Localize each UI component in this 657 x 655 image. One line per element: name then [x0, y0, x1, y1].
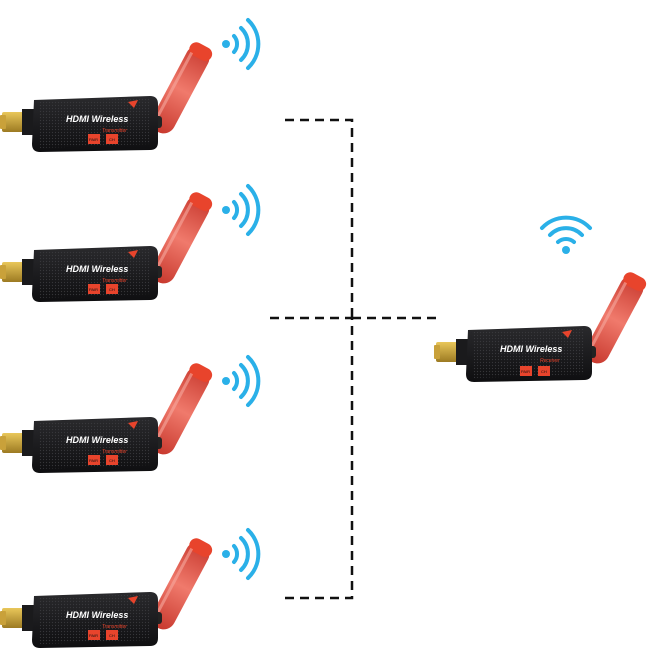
antenna-icon [434, 269, 649, 382]
transmitter-label: HDMI Wireless [66, 435, 128, 445]
receiver: HDMI Wireless Receiver PAIR CH [434, 269, 649, 382]
connection-lines [270, 118, 436, 600]
channel-button-label: CH [109, 137, 115, 142]
transmitter-label: HDMI Wireless [66, 264, 128, 274]
line-transmitter-1 [285, 118, 354, 318]
channel-button[interactable] [106, 630, 118, 640]
pair-button-label: PAIR [89, 137, 98, 142]
transmitter-sublabel: Transmitter [102, 624, 127, 630]
channel-button[interactable] [106, 455, 118, 465]
transmitter-3: HDMI Wireless Transmitter PAIR CH [0, 355, 261, 473]
pair-button[interactable] [520, 366, 532, 376]
transmitter-4: HDMI Wireless Transmitter PAIR CH [0, 528, 261, 648]
pair-button-label: PAIR [89, 633, 98, 638]
channel-button-label: CH [541, 369, 547, 374]
pair-button-label: PAIR [89, 458, 98, 463]
wifi-signal-icon [220, 528, 261, 580]
channel-button[interactable] [538, 366, 550, 376]
transmitter-label: HDMI Wireless [66, 114, 128, 124]
transmitter-sublabel: Transmitter [102, 449, 127, 455]
channel-button-label: CH [109, 287, 115, 292]
channel-button[interactable] [106, 134, 118, 144]
channel-button-label: CH [109, 633, 115, 638]
pair-button[interactable] [88, 284, 100, 294]
pair-button-label: PAIR [89, 287, 98, 292]
transmitter-label: HDMI Wireless [66, 610, 128, 620]
transmitter-sublabel: Transmitter [102, 278, 127, 284]
receiver-sublabel: Receiver [540, 358, 560, 364]
wifi-signal-icon [220, 184, 261, 236]
channel-button-label: CH [109, 458, 115, 463]
pair-button[interactable] [88, 455, 100, 465]
transmitter-1: HDMI Wireless Transmitter PAIR CH [0, 18, 261, 152]
channel-button[interactable] [106, 284, 118, 294]
wifi-signal-icon [220, 355, 261, 407]
transmitter-2: HDMI Wireless Transmitter PAIR CH [0, 184, 261, 302]
pair-button[interactable] [88, 134, 100, 144]
pair-button-label: PAIR [521, 369, 530, 374]
receiver-label: HDMI Wireless [500, 344, 562, 354]
line-transmitter-4 [285, 318, 354, 600]
pair-button[interactable] [88, 630, 100, 640]
wifi-signal-icon [220, 18, 261, 70]
transmitter-sublabel: Transmitter [102, 128, 127, 134]
receiver-signal [540, 215, 592, 256]
wifi-signal-icon [540, 215, 592, 256]
